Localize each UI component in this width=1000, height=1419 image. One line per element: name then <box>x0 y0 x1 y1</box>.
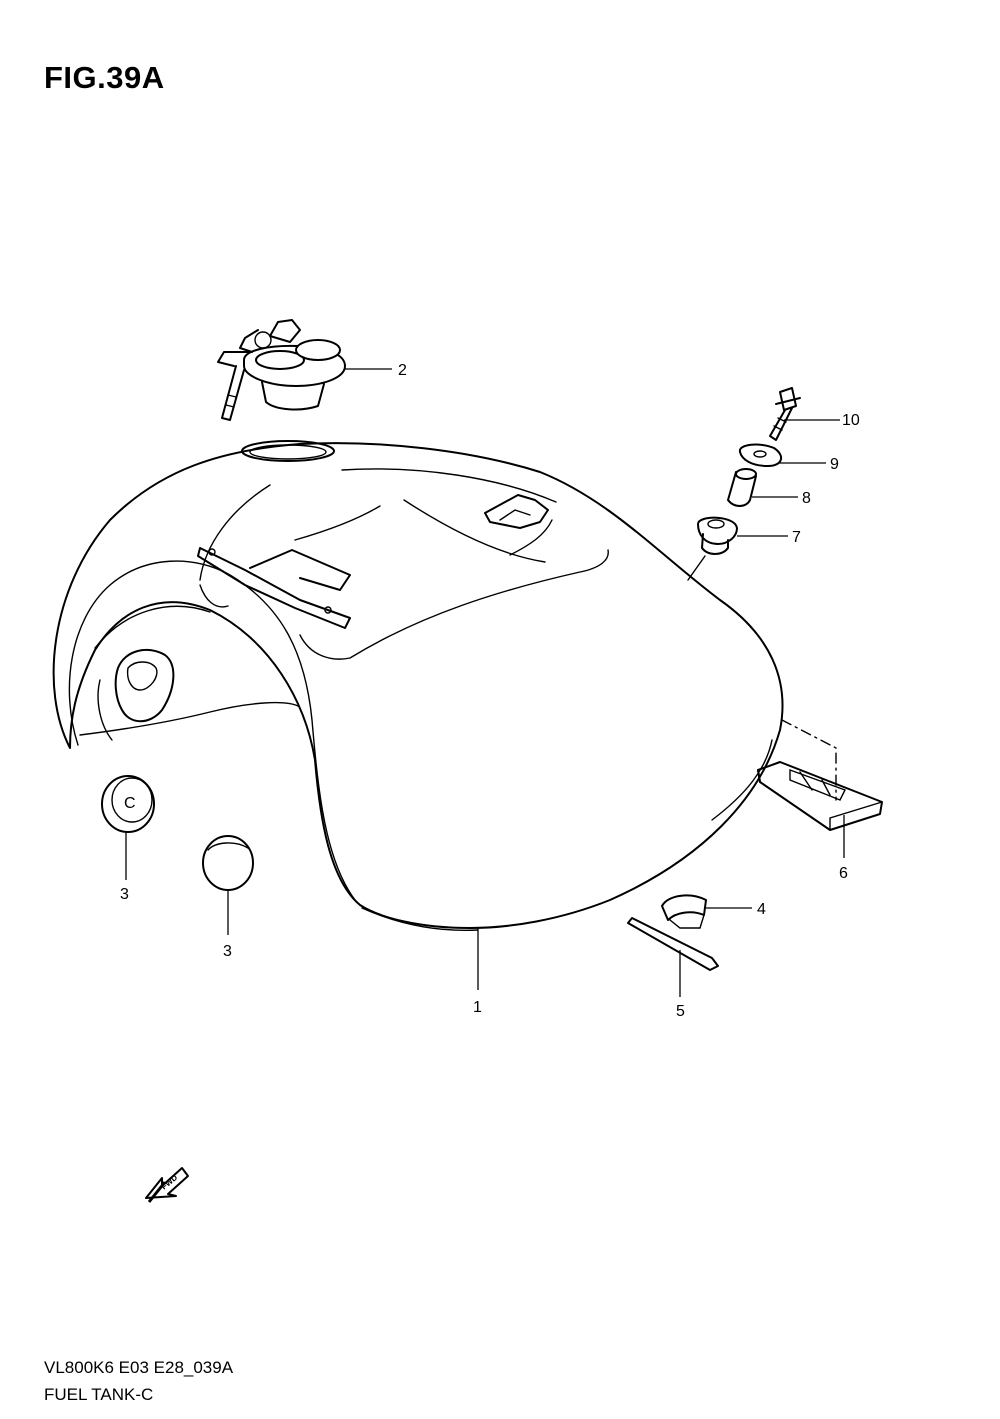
washer-part-9[interactable] <box>739 443 783 467</box>
fwd-arrow-icon: FWD <box>145 1167 189 1203</box>
fwd-label: FWD <box>160 1173 180 1192</box>
leader-lines <box>125 368 845 997</box>
callout-1: 1 <box>473 999 482 1016</box>
callout-3a: 3 <box>120 886 129 903</box>
clamp-part-4[interactable] <box>661 894 707 929</box>
callout-4: 4 <box>757 901 766 918</box>
bolt-part-10[interactable] <box>769 387 801 441</box>
cushion-pad-part-6[interactable] <box>757 719 883 831</box>
callout-6: 6 <box>839 865 848 882</box>
spacer-part-8[interactable] <box>727 468 757 507</box>
cap-part-3b[interactable] <box>202 835 254 891</box>
svg-text:C: C <box>124 795 136 812</box>
grommet-part-7[interactable] <box>697 516 738 555</box>
footer-assembly-name: FUEL TANK-C <box>44 1385 154 1404</box>
cap-part-3a[interactable]: C <box>101 775 155 833</box>
callout-10: 10 <box>842 412 860 429</box>
figure-title: FIG.39A <box>44 60 165 95</box>
cable-tie-part-5[interactable] <box>627 917 719 971</box>
callout-2: 2 <box>398 362 407 379</box>
fuel-cap-part-2[interactable] <box>217 319 346 421</box>
callout-9: 9 <box>830 456 839 473</box>
callout-3b: 3 <box>223 943 232 960</box>
footer-diagram-code: VL800K6 E03 E28_039A <box>44 1358 234 1377</box>
callout-7: 7 <box>792 529 801 546</box>
callout-8: 8 <box>802 490 811 507</box>
fuel-tank-part-1[interactable] <box>52 440 784 932</box>
callout-5: 5 <box>676 1003 685 1020</box>
